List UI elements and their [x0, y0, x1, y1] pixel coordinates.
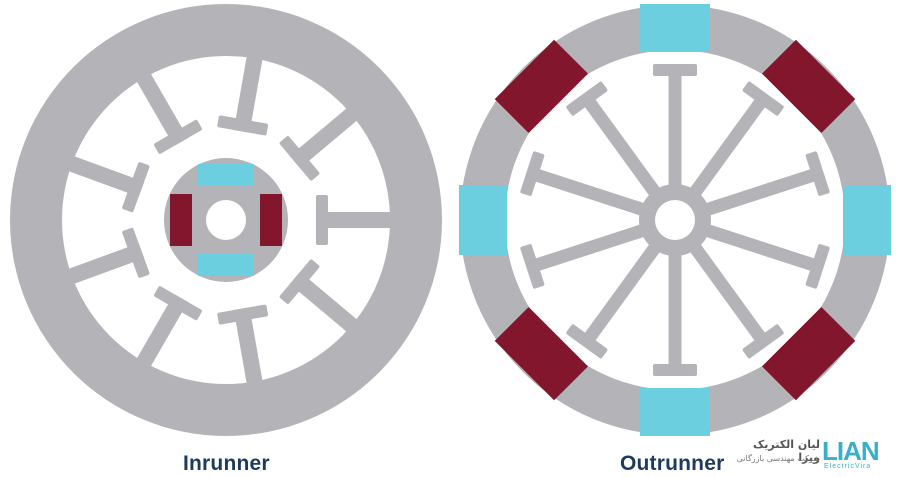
- outrunner-magnet-red: [761, 306, 856, 401]
- outrunner-stator-tooth: [520, 219, 658, 289]
- outrunner-shaft-hole: [655, 200, 695, 240]
- inrunner-stator-tooth: [316, 195, 394, 245]
- inrunner-stator-tooth: [217, 53, 269, 136]
- outrunner-stator-tooth: [520, 151, 658, 221]
- logo-company-subtitle: شرکت مهندسی بازرگانی: [736, 454, 820, 463]
- inrunner-magnet-bottom: [198, 254, 254, 276]
- outrunner-magnet-cyan: [459, 185, 507, 255]
- logo-tagline: ElectricVira: [824, 463, 872, 470]
- outrunner-stator-tooth: [692, 151, 830, 221]
- inrunner-stator-tooth: [65, 227, 150, 285]
- inrunner-stator-tooth: [65, 155, 150, 213]
- outrunner-label: Outrunner: [620, 452, 725, 475]
- outrunner-stator-tooth: [681, 81, 784, 208]
- inrunner-motor: [10, 4, 442, 436]
- inrunner-shaft-hole: [206, 200, 246, 240]
- outrunner-magnet-cyan: [640, 4, 710, 52]
- inrunner-stator-tooth: [279, 105, 360, 181]
- outrunner-motor: [459, 4, 891, 436]
- inrunner-magnet-left: [170, 194, 192, 246]
- inrunner-label: Inrunner: [183, 452, 270, 475]
- inrunner-stator-tooth: [217, 304, 269, 387]
- company-logo: لیان الکتریک ویرا شرکت مهندسی بازرگانی L…: [728, 436, 898, 474]
- outrunner-stator-tooth: [692, 219, 830, 289]
- logo-company-name: لیان الکتریک ویرا: [753, 438, 820, 464]
- inrunner-magnet-top: [198, 164, 254, 186]
- inrunner-magnet-right: [260, 194, 282, 246]
- inrunner-stator-tooth: [135, 286, 202, 370]
- outrunner-stator-tooth: [653, 240, 697, 376]
- outrunner-stator-tooth: [681, 232, 784, 359]
- outrunner-magnet-red: [761, 39, 856, 134]
- outrunner-stator-tooth: [566, 81, 669, 208]
- outrunner-stator-tooth: [566, 232, 669, 359]
- outrunner-magnet-red: [494, 39, 589, 134]
- inrunner-stator-tooth: [135, 70, 202, 154]
- outrunner-stator-tooth: [653, 64, 697, 200]
- outrunner-magnet-red: [494, 306, 589, 401]
- logo-wordmark: LIAN: [822, 436, 880, 466]
- inrunner-stator-tooth: [279, 259, 360, 335]
- outrunner-magnet-cyan: [640, 388, 710, 436]
- outrunner-magnet-cyan: [843, 185, 891, 255]
